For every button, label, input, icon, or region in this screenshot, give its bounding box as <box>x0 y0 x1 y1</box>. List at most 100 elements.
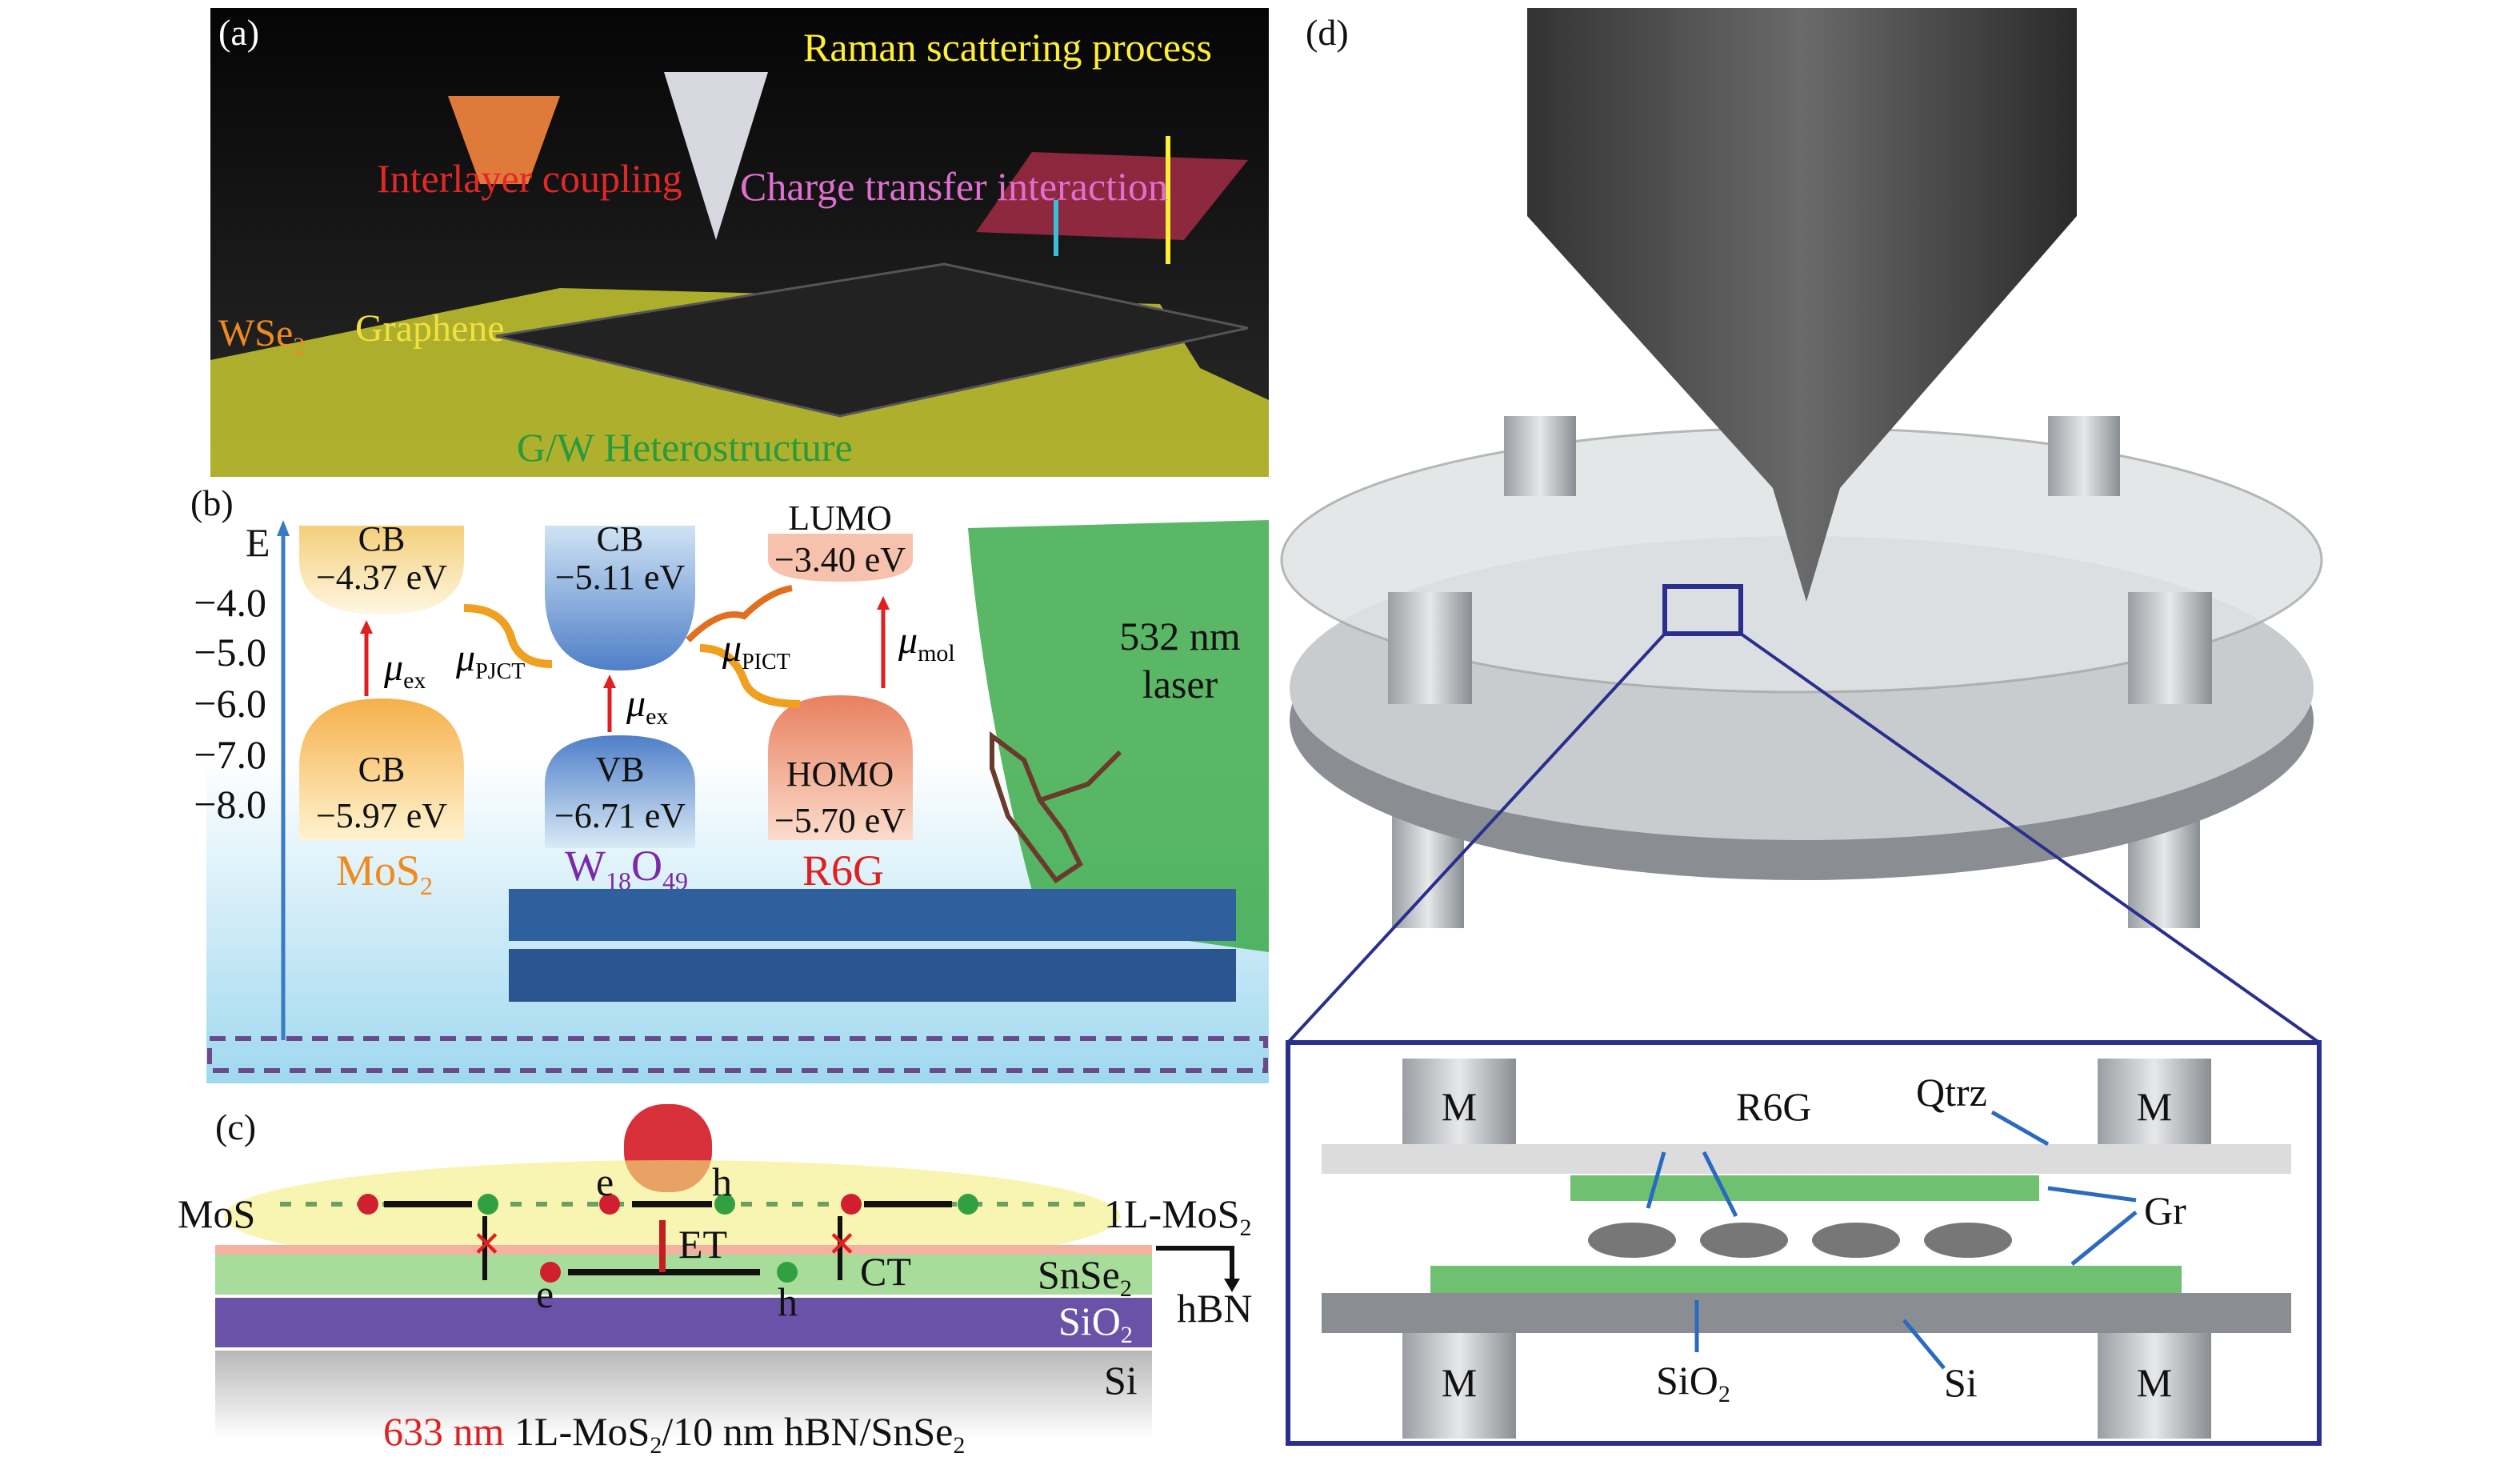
mos2-cb-label: CB <box>358 519 406 558</box>
electron <box>599 1194 620 1215</box>
label-w18o49: W18O49 <box>565 842 688 895</box>
pict-excitation-arrow <box>686 585 793 642</box>
stage-post <box>2048 416 2120 496</box>
r6g-molecules <box>1588 1223 2012 1258</box>
laser-beam <box>968 520 1269 952</box>
label-m: M <box>2137 1360 2172 1405</box>
quartz-bar <box>1322 1144 2291 1174</box>
mos2-lower-band <box>299 698 464 840</box>
label-hbn: hBN <box>1177 1286 1252 1331</box>
hbn-pointer <box>1156 1246 1234 1280</box>
panel-d: (d) M M M M <box>1280 8 2323 1446</box>
zoom-line <box>1286 632 1666 1044</box>
blocked-x-icon: ✕ <box>827 1225 857 1264</box>
label-charge-transfer: Charge transfer interaction <box>740 164 1168 209</box>
tick-label: −7.0 <box>194 732 266 777</box>
mu-ex-w18o49: μex <box>626 682 668 730</box>
hole <box>958 1194 978 1215</box>
axis-arrow-icon <box>277 520 290 536</box>
tick-label: −4.0 <box>194 580 266 625</box>
label-mos: MoS <box>178 1191 255 1236</box>
magnet <box>1402 1059 1516 1144</box>
panel-label: (d) <box>1306 12 1349 53</box>
electron <box>358 1194 378 1215</box>
objective-lens <box>1527 8 2077 602</box>
stage-post <box>1504 416 1576 496</box>
label-m: M <box>2137 1084 2172 1129</box>
label-heterostructure: G/W Heterostructure <box>517 425 853 470</box>
w18o49-crystal-row <box>509 949 1236 1002</box>
r6g-homo-band <box>768 695 913 840</box>
axis-label: E <box>246 520 270 565</box>
panel-label: (b) <box>190 482 234 523</box>
w18o49-crystal-row <box>509 889 1236 941</box>
label-r6g: R6G <box>1736 1084 1811 1129</box>
hole <box>777 1262 798 1283</box>
mu-ex-mos2: μex <box>383 646 426 694</box>
mos2-cb2-label: CB <box>358 750 406 789</box>
hole <box>714 1194 735 1215</box>
arrow-head-icon <box>360 620 373 634</box>
r6g-homo-label: HOMO <box>786 755 894 794</box>
label-mos2: MoS2 <box>336 847 433 900</box>
laser-wavelength: 532 nm <box>1119 614 1241 658</box>
mu-pict: μPICT <box>722 627 790 674</box>
label-e: e <box>536 1271 554 1316</box>
mos2-cb-band <box>299 526 464 614</box>
panel-label: (c) <box>215 1107 256 1147</box>
si-layer <box>215 1351 1152 1439</box>
label-snse2: SnSe2 <box>1038 1252 1132 1302</box>
sio2-layer <box>215 1298 1152 1347</box>
label-si: Si <box>1104 1358 1138 1403</box>
hole <box>478 1194 498 1215</box>
tick-label: −6.0 <box>194 681 266 726</box>
caption: 633 nm 1L-MoS2/10 nm hBN/SnSe2 <box>383 1409 965 1459</box>
r6g-molecule <box>990 731 1122 884</box>
label-qtrz: Qtrz <box>1916 1070 1987 1115</box>
tick-label: −5.0 <box>194 630 266 674</box>
w18o49-cb-label: CB <box>597 519 644 558</box>
zoom-region <box>1662 584 1743 636</box>
mos2-cb-value: −4.37 eV <box>316 558 447 597</box>
panel-c: (c) ✕ ✕ MoS 1L-MoS2 SnSe2 hBN SiO2 Si ET <box>178 1104 1252 1459</box>
r6g-lumo-value: −3.40 eV <box>774 540 906 579</box>
label-h: h <box>778 1279 798 1324</box>
magnet <box>1402 1333 1516 1439</box>
arrow-head-icon <box>877 596 890 610</box>
label-m: M <box>1442 1360 1477 1405</box>
label-ct: CT <box>860 1249 911 1294</box>
mos2-lattice-chain <box>207 1036 1268 1073</box>
molecule-plane <box>976 152 1248 240</box>
laser-label: laser <box>1142 662 1218 706</box>
label-m: M <box>1442 1084 1477 1129</box>
cone-graphene <box>664 72 768 240</box>
magnet <box>2098 1059 2211 1144</box>
inset: M M M M R6G Qtrz Gr SiO2 Si <box>1286 1040 2322 1446</box>
axis-ticks: −4.0 −5.0 −6.0 −7.0 −8.0 <box>194 580 266 827</box>
electron <box>841 1194 862 1215</box>
mos2-cb2-value: −5.97 eV <box>316 796 447 835</box>
w18o49-vb-label: VB <box>595 750 644 789</box>
graphene-bottom <box>1430 1266 2182 1293</box>
w18o49-vb-value: −6.71 eV <box>554 796 686 835</box>
pjct-transfer-arrow <box>463 604 553 668</box>
panel-a: (a) Raman scattering process Interlayer … <box>210 8 1269 477</box>
label-gr: Gr <box>2144 1188 2186 1233</box>
r6g-lumo-band <box>768 534 913 582</box>
label-sio2: SiO2 <box>1656 1358 1730 1407</box>
label-1l-mos2: 1L-MoS2 <box>1104 1191 1251 1241</box>
panel-label: (a) <box>218 12 259 53</box>
label-r6g: R6G <box>802 847 884 895</box>
r6g-homo-value: −5.70 eV <box>774 801 906 840</box>
mu-pjct: μPJCT <box>455 637 525 684</box>
glow <box>224 1160 1120 1272</box>
title-raman: Raman scattering process <box>803 25 1212 70</box>
label-si: Si <box>1944 1360 1978 1405</box>
stage-post <box>1388 592 1472 704</box>
label-h: h <box>712 1159 732 1204</box>
pict-transfer-arrow <box>699 644 801 708</box>
w18o49-cb-value: −5.11 eV <box>555 558 686 597</box>
blocked-x-icon: ✕ <box>472 1225 502 1264</box>
stage-post <box>2128 592 2212 704</box>
si-bar <box>1322 1293 2291 1333</box>
